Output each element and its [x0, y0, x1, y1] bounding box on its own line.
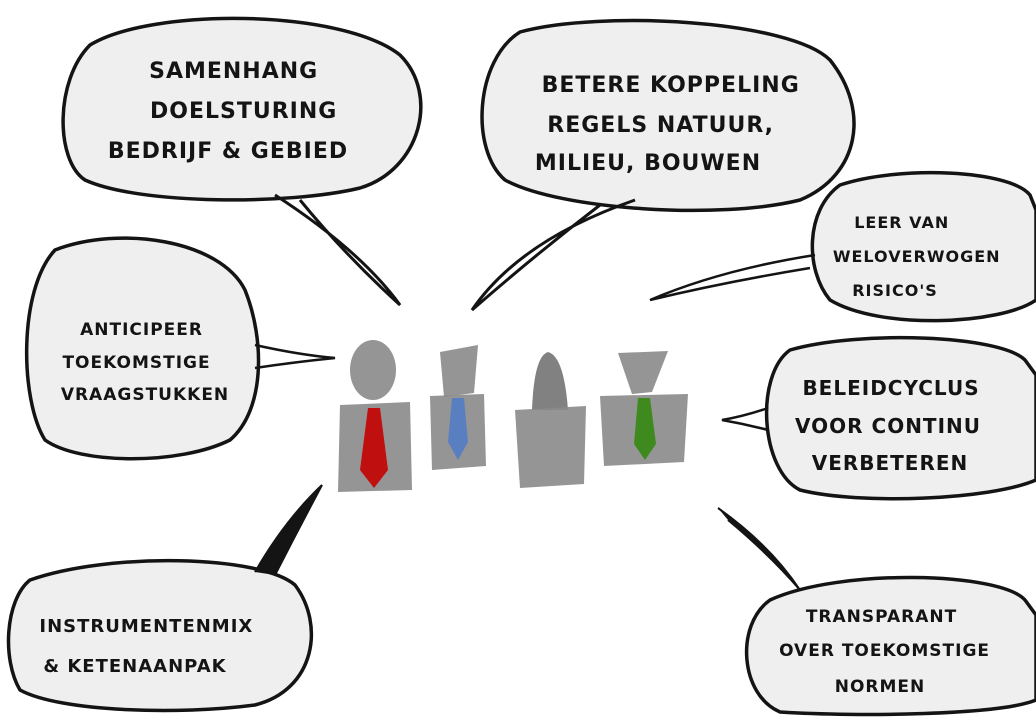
bubble-transparant-text: TRANSPARANT OVER TOEKOMSTIGE NORMEN — [779, 607, 997, 697]
person-red-tie-tie — [360, 408, 388, 488]
person-blue-tie-head — [440, 345, 478, 397]
bubble-leer-tail — [649, 253, 816, 302]
bubble-anticipeer-shape — [24, 236, 261, 461]
bubble-anticipeer: ANTICIPEER TOEKOMSTIGE VRAAGSTUKKEN — [24, 236, 336, 461]
person-long-hair-head — [532, 352, 568, 410]
bubble-transparant-shape — [744, 575, 1036, 717]
bubble-samenhang: SAMENHANG DOELSTURING BEDRIJF & GEBIED — [61, 16, 423, 307]
person-long-hair-body — [515, 406, 586, 488]
bubble-instrumenten-shape — [6, 558, 314, 713]
bubble-transparant: TRANSPARANT OVER TOEKOMSTIGE NORMEN — [717, 507, 1036, 717]
person-blue-tie — [430, 345, 486, 470]
bubble-anticipeer-tail — [254, 343, 336, 370]
bubble-samenhang-tail — [274, 193, 402, 307]
person-blue-tie-tie — [448, 398, 468, 460]
bubble-leer-text: LEER VAN WELOVERWOGEN RISICO'S — [833, 213, 1007, 300]
bubble-transparant-tail — [717, 507, 801, 591]
bubble-samenhang-shape — [61, 16, 423, 202]
people-group — [338, 340, 688, 492]
person-green-tie-tie — [634, 398, 656, 460]
person-green-tie — [600, 351, 688, 466]
bubble-instrumenten: INSTRUMENTENMIX & KETENAANPAK — [6, 484, 323, 713]
bubble-beleidcyclus-tail — [721, 406, 769, 432]
bubble-koppeling: BETERE KOPPELING REGELS NATUUR, MILIEU, … — [470, 18, 856, 312]
bubble-leer: LEER VAN WELOVERWOGEN RISICO'S — [649, 170, 1036, 323]
bubble-instrumenten-tail — [254, 484, 323, 576]
bubble-samenhang-text: SAMENHANG DOELSTURING BEDRIJF & GEBIED — [108, 59, 348, 164]
bubble-beleidcyclus-shape — [764, 335, 1036, 501]
bubble-koppeling-shape — [480, 18, 856, 213]
person-red-tie-head — [350, 340, 396, 400]
person-red-tie — [338, 340, 412, 492]
person-long-hair — [515, 352, 586, 488]
bubble-beleidcyclus: BELEIDCYCLUS VOOR CONTINU VERBETEREN — [721, 335, 1036, 501]
bubble-anticipeer-text: ANTICIPEER TOEKOMSTIGE VRAAGSTUKKEN — [61, 320, 229, 405]
bubble-koppeling-tail — [470, 198, 636, 312]
bubble-koppeling-text: BETERE KOPPELING REGELS NATUUR, MILIEU, … — [535, 73, 809, 176]
person-green-tie-head — [618, 351, 668, 394]
bubble-instrumenten-text: INSTRUMENTENMIX & KETENAANPAK — [39, 616, 260, 677]
bubble-beleidcyclus-text: BELEIDCYCLUS VOOR CONTINU VERBETEREN — [795, 376, 989, 475]
